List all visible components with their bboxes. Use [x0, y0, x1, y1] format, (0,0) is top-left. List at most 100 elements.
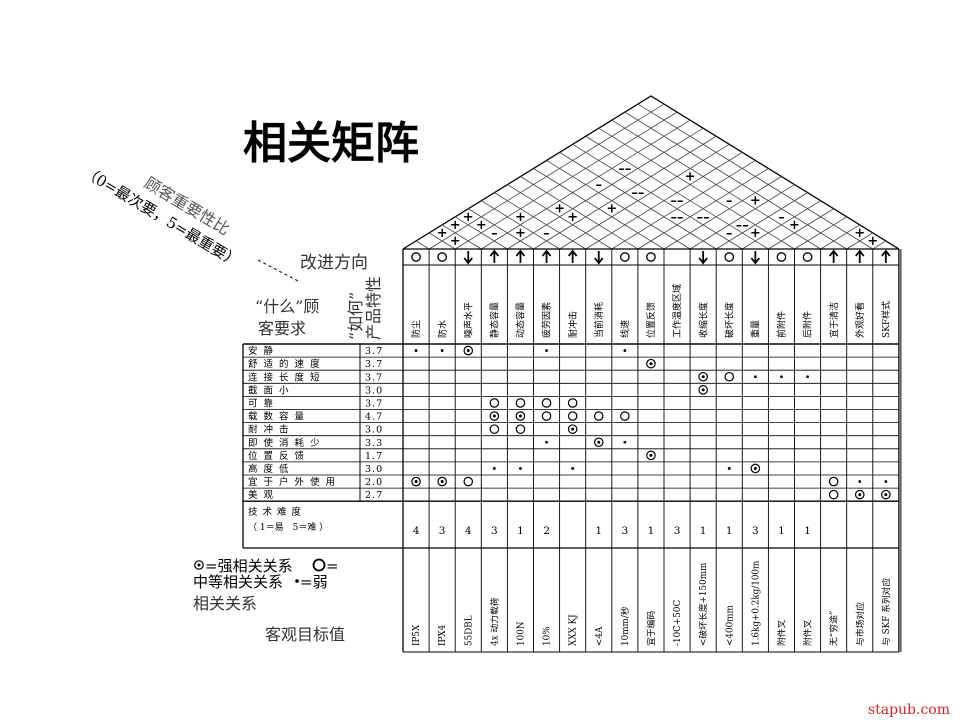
characteristic-label: 前附件 — [776, 311, 788, 338]
roof-lattice-line — [585, 135, 769, 250]
svg-text:耐冲击: 耐冲击 — [567, 311, 579, 338]
roof-correlation-symbol: + — [789, 218, 800, 233]
svg-text:位置反馈: 位置反馈 — [645, 302, 657, 338]
direction-target-icon — [724, 252, 735, 262]
direction-down-arrow-icon — [750, 251, 761, 265]
requirement-label: 安 静 — [248, 345, 275, 357]
weak-relation-icon — [884, 480, 888, 483]
characteristic-label: 工作温度区域 — [671, 284, 683, 338]
requirement-weight: 3.0 — [365, 464, 383, 475]
svg-text:“如何”: “如何” — [346, 292, 365, 340]
medium-relation-icon — [515, 398, 526, 408]
svg-text:当前消耗: 当前消耗 — [593, 302, 605, 338]
svg-text:-10C+50C: -10C+50C — [673, 600, 683, 646]
svg-text:线速: 线速 — [619, 320, 631, 338]
svg-text:收缩长度: 收缩长度 — [697, 302, 709, 338]
svg-text:100N: 100N — [517, 621, 527, 646]
direction-target-icon — [619, 252, 630, 262]
medium-relation-icon — [828, 489, 839, 500]
strong-relation-icon — [489, 411, 500, 421]
characteristic-label: 当前消耗 — [593, 302, 605, 338]
strong-relation-icon — [646, 358, 656, 369]
roof-lattice-line — [520, 176, 639, 250]
target-value: <破坏长度+150mm — [697, 562, 709, 646]
direction-down-arrow-icon — [594, 251, 604, 265]
difficulty-value: 3 — [752, 525, 759, 537]
strong-relation-icon — [515, 411, 526, 421]
svg-text:<破坏长度+150mm: <破坏长度+150mm — [697, 562, 709, 646]
direction-up-arrow-icon — [828, 249, 839, 263]
direction-target-icon — [802, 252, 813, 262]
characteristic-label: 动态容量 — [515, 302, 527, 338]
what-label-line1: “什么”顾 — [255, 297, 319, 316]
characteristic-label: 宜于清洁 — [828, 302, 840, 338]
weak-relation-icon — [545, 349, 548, 352]
roof-correlation-symbol: + — [463, 210, 474, 225]
roof-lattice-line — [441, 224, 482, 250]
difficulty-label-line1: 技 术 难 度 — [248, 506, 302, 518]
matrix-grid — [242, 248, 902, 653]
svg-text:附件叉: 附件叉 — [776, 619, 788, 646]
medium-relation-icon — [515, 424, 526, 434]
characteristic-label: 耐冲击 — [567, 311, 579, 338]
direction-target-icon — [411, 252, 421, 262]
roof-correlation-symbol: + — [606, 202, 617, 217]
direction-down-arrow-icon — [463, 251, 473, 265]
target-value: IP5X — [412, 624, 422, 646]
svg-text:=: = — [326, 557, 339, 575]
characteristic-label: 收缩长度 — [697, 302, 709, 338]
roof-lattice-line — [507, 184, 613, 250]
difficulty-value: 4 — [413, 525, 420, 537]
target-value: <400mm — [725, 604, 735, 646]
requirement-weight: 3.0 — [365, 425, 383, 436]
roof-lattice-line — [872, 240, 887, 250]
roof-lattice-line — [507, 127, 704, 250]
svg-text:宜于清洁: 宜于清洁 — [828, 302, 840, 338]
correlation-roof: +++++–+++––+––+––+–––––––+––––++++ — [402, 95, 900, 250]
svg-text:后附件: 后附件 — [802, 311, 814, 338]
svg-text:<400mm: <400mm — [725, 604, 735, 646]
direction-up-arrow-icon — [855, 249, 865, 263]
legend-weak-icon — [295, 579, 299, 583]
direction-down-arrow-icon — [698, 251, 708, 265]
target-value: 与市场对应 — [854, 602, 866, 646]
characteristic-label: 静态容量 — [489, 302, 501, 338]
roof-correlation-symbol: + — [476, 218, 487, 233]
difficulty-value: 3 — [439, 525, 446, 537]
difficulty-value: 3 — [491, 525, 498, 537]
difficulty-label-line2: （ 1＝易 5＝难 ） — [248, 522, 328, 533]
svg-text:55DBL: 55DBL — [464, 615, 474, 646]
svg-text:防水: 防水 — [436, 320, 448, 338]
weak-relation-icon — [571, 467, 575, 470]
roof-lattice-line — [637, 103, 874, 250]
requirement-label: 载 数 容 量 — [248, 411, 306, 423]
roof-lattice-line — [546, 160, 691, 250]
roof-correlation-symbol: – — [726, 194, 733, 209]
difficulty-value: 3 — [622, 525, 629, 537]
svg-text:10mm/秒: 10mm/秒 — [619, 606, 631, 646]
roof-lattice-line — [454, 216, 508, 250]
svg-text:静态容量: 静态容量 — [489, 302, 501, 338]
roof-lattice-line — [611, 119, 821, 250]
svg-text:防尘: 防尘 — [410, 320, 422, 338]
roof-correlation-symbol: + — [750, 226, 761, 241]
roof-correlation-symbol: – — [596, 178, 603, 193]
roof-lattice-line — [598, 127, 795, 250]
roof-lattice-line — [768, 208, 834, 250]
roof-correlation-symbol: – — [543, 226, 550, 241]
svg-text:破坏长度: 破坏长度 — [723, 302, 735, 338]
medium-relation-icon — [489, 424, 500, 434]
direction-up-arrow-icon — [541, 249, 552, 263]
difficulty-value: 1 — [648, 525, 655, 537]
target-value: 宜于编码 — [645, 611, 657, 646]
medium-relation-icon — [567, 411, 578, 421]
roof-lattice-line — [454, 111, 678, 250]
svg-text:SKF样式: SKF样式 — [880, 301, 892, 338]
svg-text:疲劳因素: 疲劳因素 — [541, 302, 553, 338]
svg-text:与市场对应: 与市场对应 — [854, 602, 866, 646]
roof-correlation-symbol: + — [515, 210, 526, 225]
svg-text:噪声水平: 噪声水平 — [462, 302, 474, 338]
roof-lattice-line — [663, 176, 782, 250]
roof-lattice-line — [494, 192, 586, 250]
weak-relation-icon — [780, 375, 783, 379]
